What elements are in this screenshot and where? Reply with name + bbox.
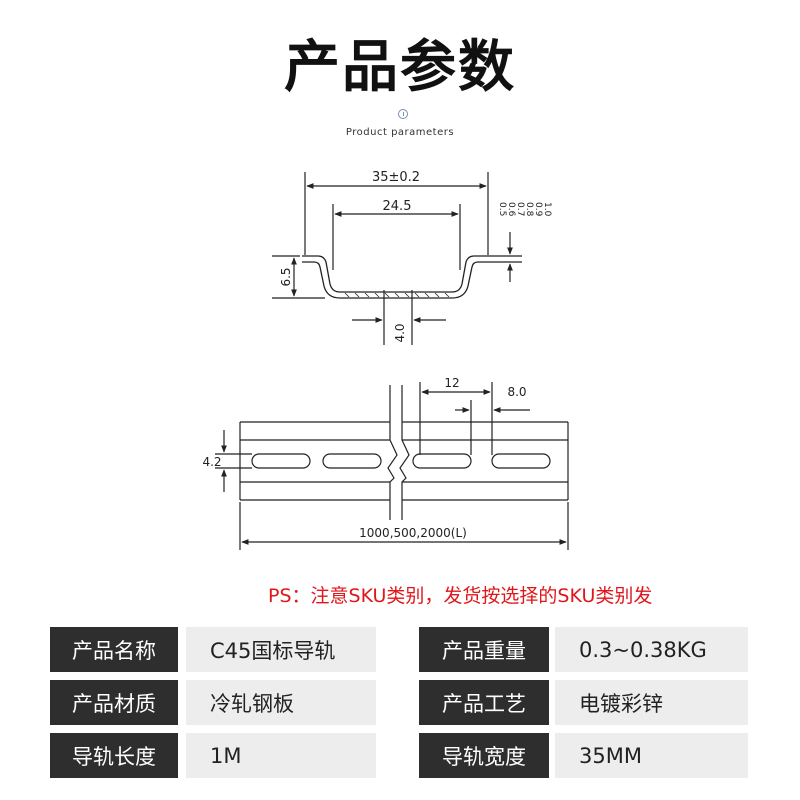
thickness-options: 0.5 0.6 0.7 0.8 0.9 1.0 (497, 202, 552, 217)
thickness-option: 0.9 (533, 202, 543, 217)
spec-label-process: 产品工艺 (419, 680, 549, 725)
spec-value-rail-width: 35MM (555, 733, 748, 778)
spec-value-product-name: C45国标导轨 (186, 627, 376, 672)
spec-value-process: 电镀彩锌 (555, 680, 748, 725)
spec-label-product-name: 产品名称 (50, 627, 178, 672)
profile-height-label: 6.5 (279, 267, 293, 286)
profile-bottom-label: 4.0 (393, 323, 407, 342)
thickness-option: 0.5 (497, 202, 507, 216)
rail-length-label: 1000,500,2000(L) (359, 526, 467, 540)
info-icon (398, 109, 408, 119)
thickness-option: 0.6 (506, 202, 516, 217)
spec-value-material: 冷轧钢板 (186, 680, 376, 725)
spec-label-product-weight: 产品重量 (419, 627, 549, 672)
spec-value-product-weight: 0.3~0.38KG (555, 627, 748, 672)
rail-top-view-drawing (215, 382, 569, 550)
thickness-option: 0.7 (515, 202, 525, 216)
ps-note: PS：注意SKU类别，发货按选择的SKU类别发 (268, 585, 653, 607)
spec-label-rail-width: 导轨宽度 (419, 733, 549, 778)
profile-inner-width-label: 24.5 (383, 199, 412, 214)
slot-width-label: 4.2 (202, 455, 221, 469)
page-title: 产品参数 (284, 35, 516, 100)
page-subtitle: Product parameters (345, 127, 455, 138)
spec-label-material: 产品材质 (50, 680, 178, 725)
thickness-option: 0.8 (524, 202, 534, 217)
slot-pitch-label: 12 (444, 376, 459, 390)
technical-drawing: 35±0.2 24.5 6.5 4.0 0.5 0.6 0.7 0.8 0.9 … (202, 170, 569, 550)
slot-length-label: 8.0 (507, 385, 526, 399)
rail-profile-drawing (272, 172, 522, 345)
thickness-option: 1.0 (542, 202, 552, 217)
spec-label-rail-length: 导轨长度 (50, 733, 178, 778)
spec-value-rail-length: 1M (186, 733, 376, 778)
profile-width-label: 35±0.2 (372, 170, 420, 185)
